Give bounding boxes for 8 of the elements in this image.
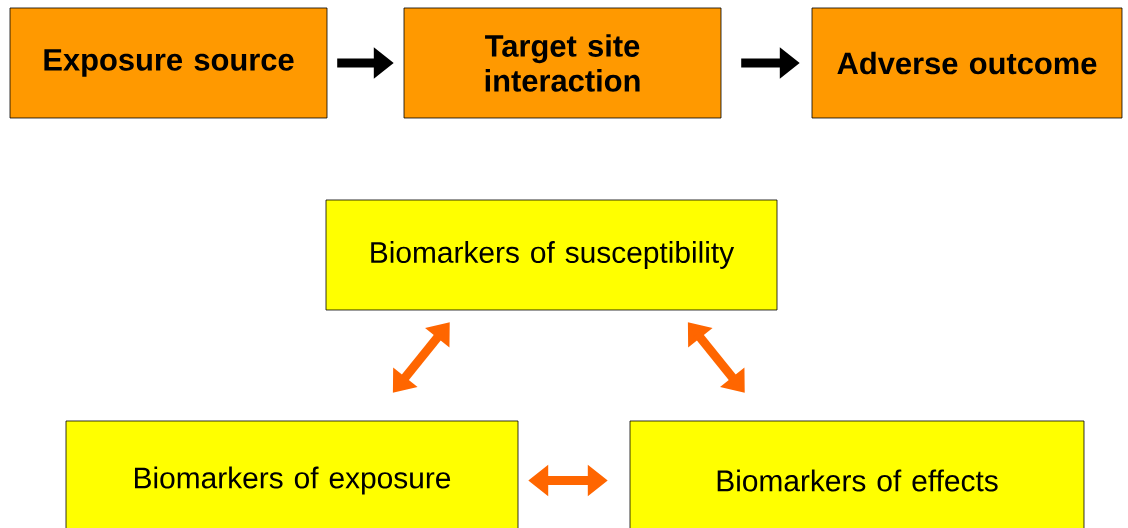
- arrow: [687, 322, 745, 393]
- arrow: [392, 322, 450, 393]
- process-box: Exposure source: [9, 7, 328, 119]
- process-box: Adverse outcome: [811, 7, 1123, 119]
- process-box: Target site interaction: [403, 7, 722, 119]
- biomarker-box: Biomarkers of exposure: [65, 420, 519, 528]
- biomarker-box: Biomarkers of effects: [629, 420, 1085, 528]
- biomarker-box: Biomarkers of susceptibility: [325, 199, 778, 311]
